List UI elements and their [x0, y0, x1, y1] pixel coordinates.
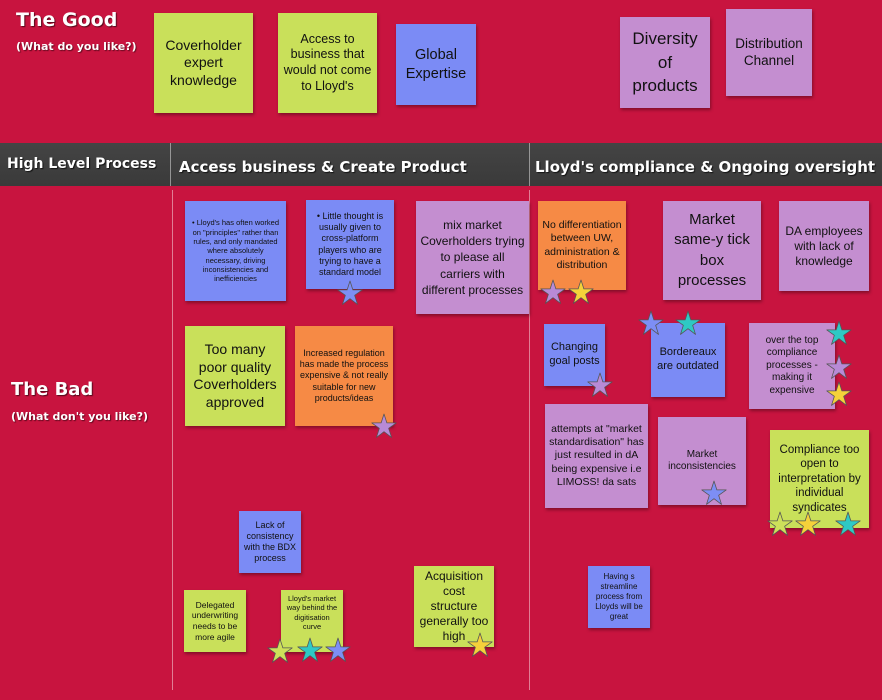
column-header-compliance: Lloyd's compliance & Ongoing oversight — [535, 158, 876, 176]
star-vote-icon — [540, 279, 566, 305]
star-vote-icon — [638, 310, 664, 336]
section-title-good: The Good — [16, 9, 118, 31]
sticky-note[interactable]: mix market Coverholders trying to please… — [416, 201, 529, 314]
column-header-access: Access business & Create Product — [179, 158, 467, 176]
star-vote-icon — [795, 511, 821, 537]
star-vote-icon — [701, 480, 727, 506]
star-vote-icon — [826, 320, 852, 346]
column-divider — [172, 190, 173, 690]
sticky-note[interactable]: Changing goal posts — [544, 324, 605, 386]
sticky-note[interactable]: Having s streamline process from Lloyds … — [588, 566, 650, 628]
process-label: High Level Process — [7, 156, 157, 172]
star-vote-icon — [297, 637, 323, 663]
sticky-note[interactable]: Lack of consistency with the BDX process — [239, 511, 301, 573]
star-vote-icon — [267, 638, 293, 664]
sticky-note[interactable]: Compliance too open to interpretation by… — [770, 430, 869, 528]
sticky-note[interactable]: No differentiation between UW, administr… — [538, 201, 626, 290]
star-vote-icon — [826, 381, 852, 407]
sticky-note[interactable]: Bordereaux are outdated — [651, 323, 725, 397]
sticky-note[interactable]: • Little thought is usually given to cro… — [306, 200, 394, 289]
sticky-note[interactable]: DA employees with lack of knowledge — [779, 201, 869, 291]
star-vote-icon — [587, 372, 613, 398]
band-divider — [170, 143, 171, 186]
star-vote-icon — [568, 279, 594, 305]
sticky-note[interactable]: Diversity of products — [620, 17, 710, 108]
column-divider — [529, 190, 530, 690]
sticky-note[interactable]: over the top compliance processes - maki… — [749, 323, 835, 409]
star-vote-icon — [835, 511, 861, 537]
sticky-note[interactable]: Too many poor quality Coverholders appro… — [185, 326, 285, 426]
sticky-note[interactable]: Global Expertise — [396, 24, 476, 105]
band-divider — [529, 143, 530, 186]
sticky-note[interactable]: Distribution Channel — [726, 9, 812, 96]
section-subtitle-good: (What do you like?) — [16, 40, 137, 53]
section-title-bad: The Bad — [11, 379, 94, 400]
star-vote-icon — [325, 637, 351, 663]
star-vote-icon — [467, 632, 493, 658]
sticky-note[interactable]: Coverholder expert knowledge — [154, 13, 253, 113]
star-vote-icon — [337, 280, 363, 306]
sticky-note[interactable]: Market same-y tick box processes — [663, 201, 761, 300]
sticky-note[interactable]: Access to business that would not come t… — [278, 13, 377, 113]
star-vote-icon — [767, 511, 793, 537]
section-subtitle-bad: (What don't you like?) — [11, 410, 149, 423]
sticky-note[interactable]: Increased regulation has made the proces… — [295, 326, 393, 426]
sticky-note[interactable]: Delegated underwriting needs to be more … — [184, 590, 246, 652]
sticky-note[interactable]: attempts at "market standardisation" has… — [545, 404, 648, 508]
process-band — [0, 143, 882, 186]
star-vote-icon — [826, 354, 852, 380]
sticky-note[interactable]: • Lloyd's has often worked on "principle… — [185, 201, 286, 301]
sticky-note[interactable]: Lloyd's market way behind the digitisati… — [281, 590, 343, 652]
star-vote-icon — [675, 310, 701, 336]
sticky-note[interactable]: Acquisition cost structure generally too… — [414, 566, 494, 647]
star-vote-icon — [371, 413, 397, 439]
